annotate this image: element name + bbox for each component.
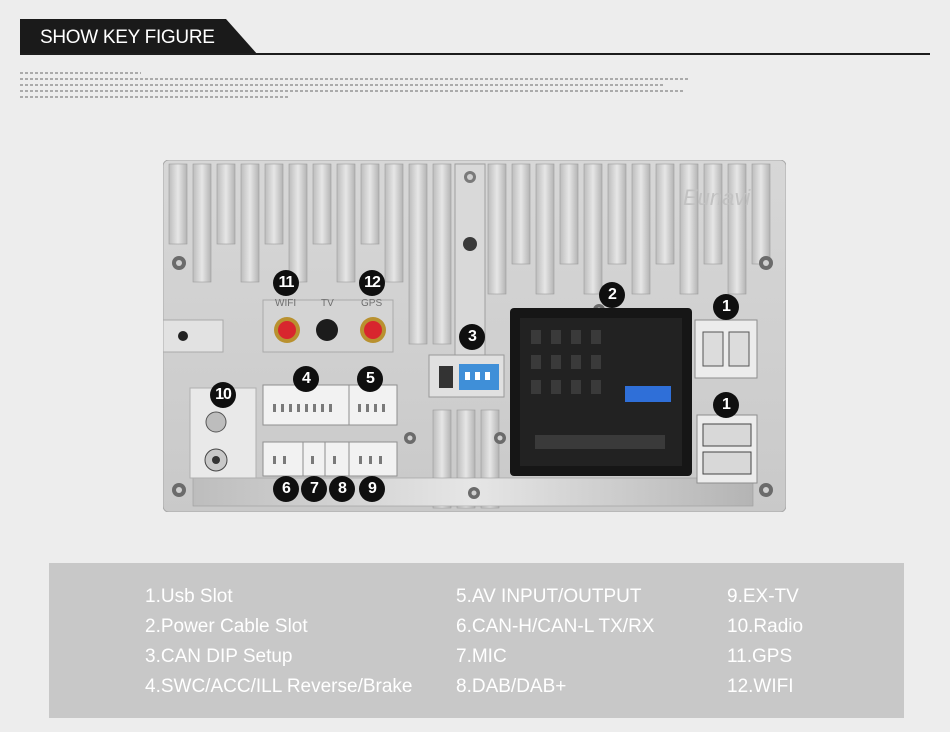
marker-2: 2 bbox=[599, 282, 625, 308]
legend-item-av-input-output: 5.AV INPUT/OUTPUT bbox=[456, 586, 642, 607]
marker-8: 8 bbox=[329, 476, 355, 502]
header-divider bbox=[20, 53, 930, 55]
legend-item-radio: 10.Radio bbox=[727, 616, 804, 637]
marker-5: 5 bbox=[357, 366, 383, 392]
marker-11: 11 bbox=[273, 270, 299, 296]
marker-10: 10 bbox=[210, 382, 236, 408]
key-legend-panel: 1.Usb Slot 2.Power Cable Slot 3.CAN DIP … bbox=[49, 563, 904, 718]
marker-1-top: 1 bbox=[713, 294, 739, 320]
marker-3: 3 bbox=[459, 324, 485, 350]
fine-print-decoration bbox=[20, 72, 690, 102]
legend-item-can-h-can-l: 6.CAN-H/CAN-L TX/RX bbox=[456, 616, 655, 637]
legend-item-usb-slot: 1.Usb Slot bbox=[145, 586, 233, 607]
gps-port-label: GPS bbox=[361, 298, 383, 309]
legend-item-can-dip-setup: 3.CAN DIP Setup bbox=[145, 646, 293, 667]
legend-item-gps: 11.GPS bbox=[727, 646, 793, 667]
watermark-logo: Eunavi bbox=[683, 185, 751, 210]
header-title: SHOW KEY FIGURE bbox=[40, 27, 215, 48]
marker-7: 7 bbox=[301, 476, 327, 502]
legend-item-mic: 7.MIC bbox=[456, 646, 507, 667]
header-tab-shape bbox=[20, 19, 258, 55]
marker-6: 6 bbox=[273, 476, 299, 502]
legend-item-power-cable-slot: 2.Power Cable Slot bbox=[145, 616, 308, 637]
legend-item-wifi: 12.WIFI bbox=[727, 676, 794, 697]
legend-item-swc-acc-ill: 4.SWC/ACC/ILL Reverse/Brake bbox=[145, 676, 413, 697]
head-unit-back-panel: Eunavi WIFI TV GPS 1 1 2 3 4 5 6 7 8 9 1… bbox=[162, 159, 787, 513]
legend-item-ex-tv: 9.EX-TV bbox=[727, 586, 799, 607]
marker-1-bottom: 1 bbox=[713, 392, 739, 418]
wifi-port-label: WIFI bbox=[275, 298, 297, 309]
marker-9: 9 bbox=[359, 476, 385, 502]
section-header: SHOW KEY FIGURE bbox=[20, 19, 258, 55]
tv-port-label: TV bbox=[321, 298, 334, 309]
marker-4: 4 bbox=[293, 366, 319, 392]
marker-12: 12 bbox=[359, 270, 385, 296]
device-illustration: Eunavi bbox=[162, 159, 787, 513]
legend-item-dab: 8.DAB/DAB+ bbox=[456, 676, 567, 697]
